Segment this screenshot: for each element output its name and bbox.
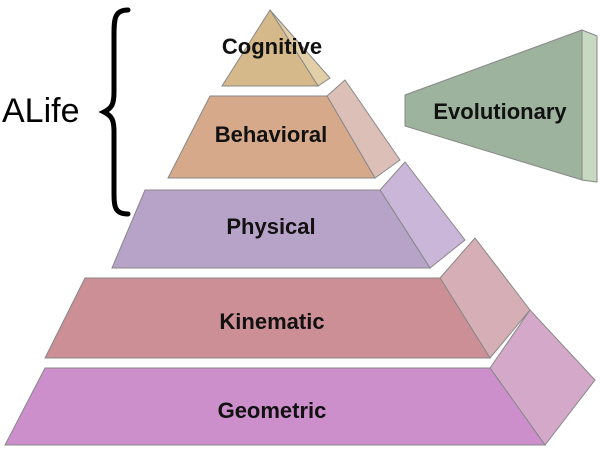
level-kinematic: Kinematic bbox=[44, 237, 531, 359]
level-physical: Physical bbox=[111, 161, 466, 269]
level-behavioral-label: Behavioral bbox=[215, 122, 328, 147]
level-physical-front bbox=[111, 189, 431, 269]
level-cognitive: Cognitive bbox=[221, 9, 331, 87]
level-geometric: Geometric bbox=[4, 309, 596, 446]
level-physical-label: Physical bbox=[226, 214, 315, 239]
level-geometric-front bbox=[4, 367, 546, 446]
level-geometric-label: Geometric bbox=[218, 398, 327, 423]
evolutionary-wedge-side bbox=[581, 29, 598, 183]
level-kinematic-front bbox=[44, 277, 491, 359]
level-cognitive-front bbox=[221, 9, 319, 87]
level-cognitive-label: Cognitive bbox=[222, 34, 322, 59]
level-kinematic-label: Kinematic bbox=[219, 309, 324, 334]
evolutionary-label: Evolutionary bbox=[433, 99, 567, 124]
evolutionary-wedge: Evolutionary bbox=[404, 29, 598, 183]
level-behavioral-front bbox=[167, 95, 376, 179]
evolutionary-wedge-front bbox=[404, 29, 583, 181]
alife-label: ALife bbox=[2, 92, 80, 130]
alife-brace bbox=[98, 7, 131, 217]
level-behavioral: Behavioral bbox=[167, 79, 401, 179]
